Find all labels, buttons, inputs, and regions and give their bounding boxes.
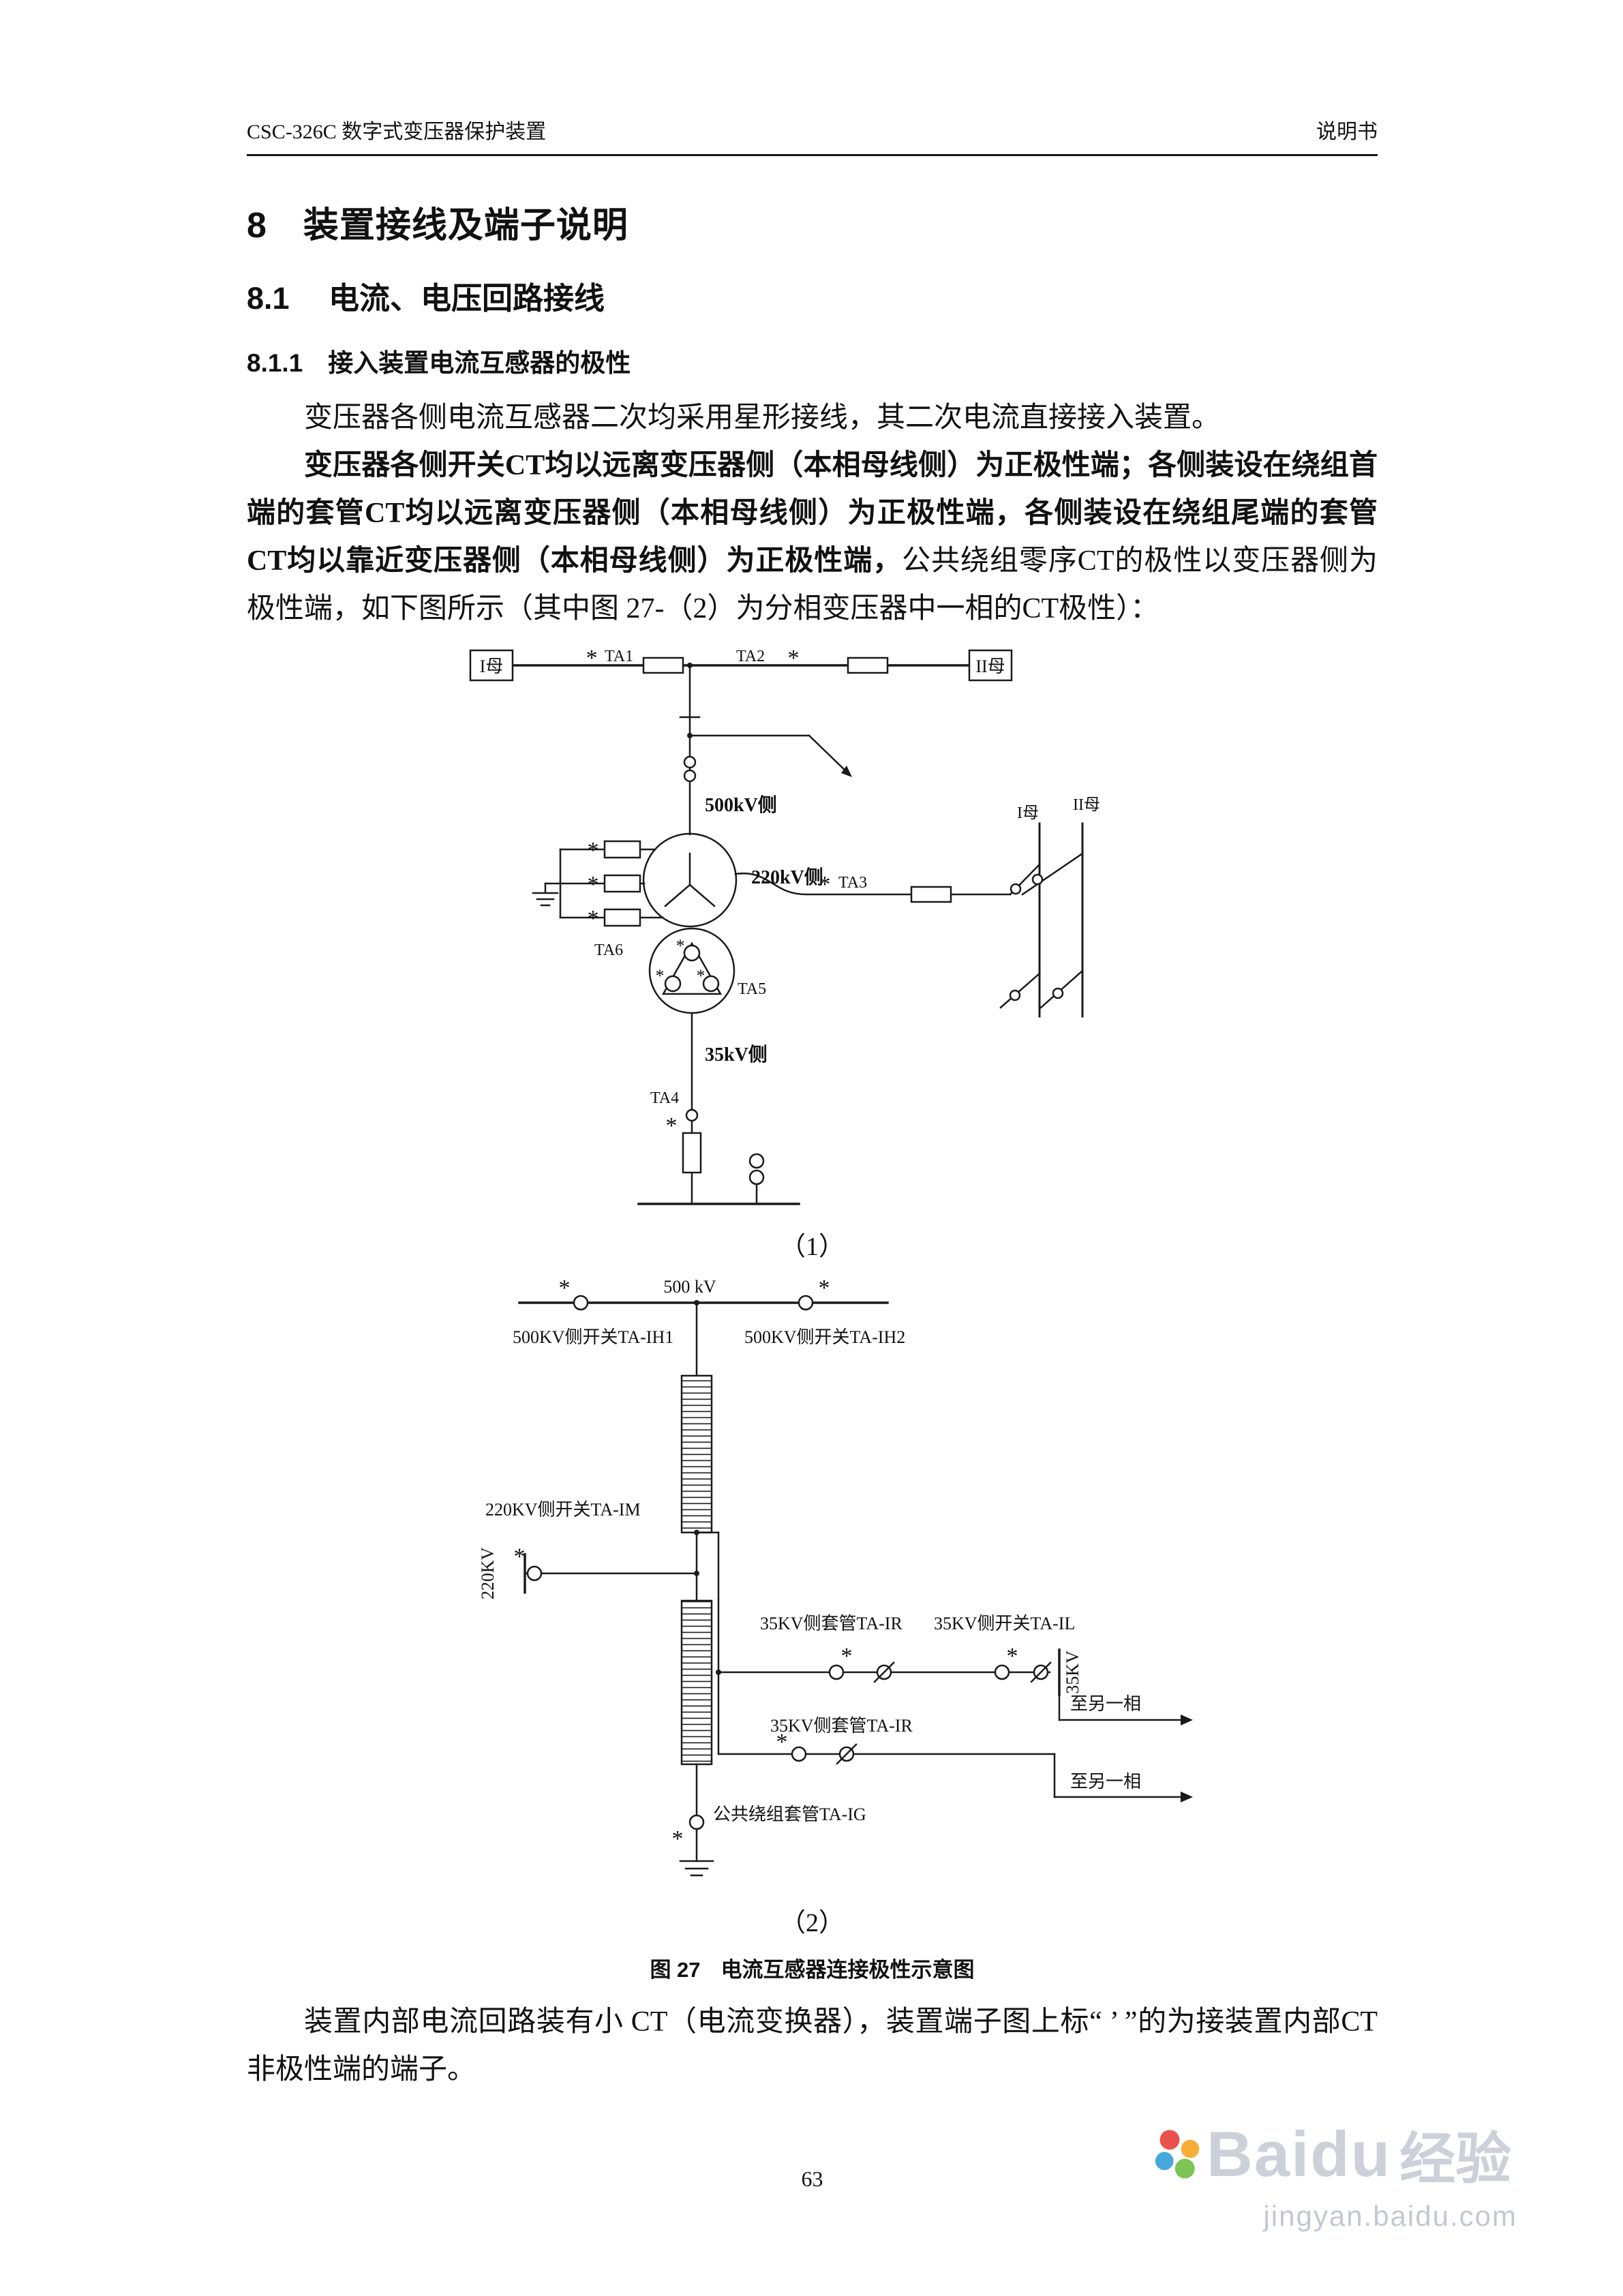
label-ta3: TA3 [838,874,867,892]
polarity-star: * [1007,1644,1018,1669]
label-to-other-phase-1: 至另一相 [1070,1694,1141,1714]
watermark-brand-cn: 经验 [1399,2128,1512,2190]
ct-box [910,886,952,903]
paragraph-polarity-regular: 公共绕组零序CT的极性以变压器侧为极性端，如下图所示（其中图 27-（2）为分相… [247,545,1378,624]
subsubsection-heading: 8.1.1 接入装置电流互感器的极性 [247,349,631,377]
ct-box [847,656,889,674]
polarity-star: * [559,1275,571,1301]
polarity-star: * [588,838,599,863]
label-right-end-bus: II母 [975,656,1005,676]
diagram-ct-polarity-system: I母 II母 * TA1 TA2 * 500kV侧 220kV侧 * TA3 I… [469,646,1100,1205]
polarity-star: * [697,966,706,986]
label-35kv-side: 35kV侧 [705,1044,768,1066]
polarity-star: * [656,966,665,986]
ct-box [603,840,641,859]
polarity-star: * [588,872,599,897]
paragraph-polarity: 变压器各侧开关CT均以远离变压器侧（本相母线侧）为正极性端；各侧装设在绕组首端的… [247,442,1378,633]
label-bushing-ir-lower: 35KV侧套管TA-IR [770,1716,913,1736]
to-other-phase-arrowhead [1181,1715,1193,1725]
ct-ih1 [573,1295,589,1311]
subsection-heading: 8.1 电流、电压回路接线 [247,281,605,316]
figure-caption: 图 27 电流互感器连接极性示意图 [247,1952,1378,1983]
polarity-star: * [672,1826,684,1852]
label-cb-im: 220KV侧开关TA-IM [485,1500,641,1520]
header-doc-type: 说明书 [1316,121,1378,143]
label-500kv-bus: 500 kV [663,1277,716,1297]
label-ta5: TA5 [738,980,766,998]
section-heading: 8 装置接线及端子说明 [247,206,628,245]
polarity-star: * [788,646,800,671]
label-500kv-side: 500kV侧 [705,794,777,816]
ct-box [642,656,684,674]
arrester-arrowhead [841,766,852,777]
label-to-other-phase-2: 至另一相 [1070,1772,1141,1792]
polarity-star: * [776,1729,788,1755]
figure-sub-label-1: （1） [779,1233,845,1261]
polarity-star: * [819,1275,830,1301]
ct-box [603,874,641,893]
page-content: 8 装置接线及端子说明 8.1 电流、电压回路接线 8.1.1 接入装置电流互感… [247,157,1378,2094]
bus-right-box [968,649,1013,682]
label-35kv-bus: 35KV [1063,1650,1082,1694]
label-ta6: TA6 [594,941,623,959]
polarity-star: * [819,872,831,897]
label-220kv-bus: 220KV [478,1547,498,1600]
baidu-jingyan-logo-icon [1155,2129,1200,2179]
ct-ih2 [798,1295,814,1311]
label-ta1: TA1 [605,648,633,665]
common-winding [680,1599,713,1766]
label-right-bus1: I母 [1017,804,1039,822]
figure-caption-number: 图 27 [650,1958,701,1982]
page-number: 63 [801,2166,823,2191]
label-220kv-side: 220kV侧 [751,866,823,888]
baidu-watermark: Baidu 经验 jingyan.baidu.com [1149,2113,1517,2233]
ct-ig [688,1814,705,1830]
watermark-brand-row: Baidu 经验 [1149,2113,1517,2194]
page-header: CSC-326C 数字式变压器保护装置 说明书 [247,115,1378,156]
figure-27: I母 II母 * TA1 TA2 * 500kV侧 220kV侧 * TA3 I… [247,645,1378,1983]
ct-box [603,908,641,927]
to-other-phase-arrowhead [1181,1792,1193,1802]
label-right-bus2: II母 [1073,796,1100,814]
polarity-star: * [666,1113,678,1138]
label-bushing-ir-upper: 35KV侧套管TA-IR [760,1614,902,1633]
series-winding [680,1374,713,1534]
bus-left-box [469,649,514,682]
polarity-star: * [514,1544,526,1569]
label-cb-ih2: 500KV侧开关TA-IH2 [744,1327,905,1347]
watermark-url: jingyan.baidu.com [1263,2200,1517,2232]
figure-sub-label-2: （2） [779,1909,845,1937]
polarity-star: * [586,646,598,671]
label-left-bus: I母 [480,656,504,676]
label-cb-il: 35KV侧开关TA-IL [934,1614,1075,1633]
ct-ir-lower [791,1746,807,1762]
ct-il [994,1664,1010,1680]
label-ta2: TA2 [736,648,765,665]
ct-box [682,1132,702,1174]
paragraph-internal-ct: 装置内部电流回路装有小 CT（电流变换器），装置端子图上标“ ’ ”的为接装置内… [247,2006,1378,2085]
polarity-star: * [841,1644,853,1669]
ct-im [526,1565,543,1582]
paragraph-polarity-bold: 变压器各侧开关CT均以远离变压器侧（本相母线侧）为正极性端；各侧装设在绕组首端的… [247,450,1378,577]
watermark-brand: Baidu [1207,2117,1392,2190]
polarity-star: * [676,936,685,956]
label-bushing-ig: 公共绕组套管TA-IG [713,1804,866,1824]
ct-ir-upper [828,1664,845,1680]
label-ta4: TA4 [650,1089,679,1107]
paragraph-intro: 变压器各侧电流互感器二次均采用星形接线，其二次电流直接接入装置。 [304,402,1221,434]
figure-caption-text: 电流互感器连接极性示意图 [721,1958,975,1982]
header-doc-title: CSC-326C 数字式变压器保护装置 [247,121,547,143]
transformer-star-winding [642,832,738,928]
label-cb-ih1: 500KV侧开关TA-IH1 [513,1327,673,1347]
polarity-star: * [588,906,599,931]
diagram-ct-polarity-phase: 500 kV * * 500KV侧开关TA-IH1 500KV侧开关TA-IH2… [478,1275,1193,1877]
